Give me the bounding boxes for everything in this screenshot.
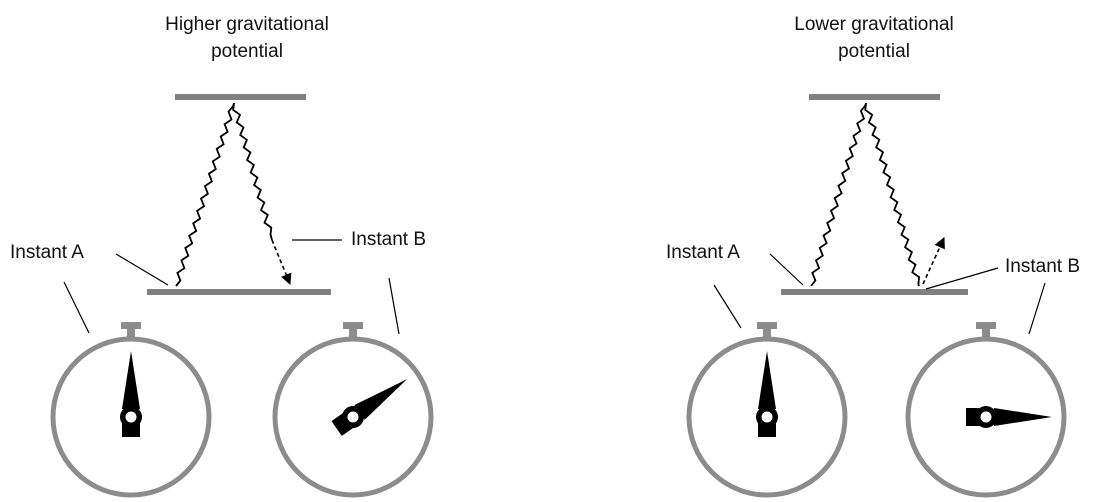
stopwatch-crown	[343, 322, 363, 329]
leader-instant-a	[769, 253, 804, 286]
hand-tail	[331, 413, 354, 436]
stopwatch-crown	[121, 322, 141, 329]
panel-title-line2: potential	[838, 41, 910, 62]
stopwatch-crown	[757, 322, 777, 329]
panel-title-line1: Lower gravitational	[794, 14, 953, 35]
stopwatch-b	[272, 322, 434, 498]
stopwatch-hand	[966, 406, 1052, 428]
leader-clock-a	[63, 281, 90, 334]
dashed-arrow-out	[922, 236, 945, 285]
panel-higher-potential: Higher gravitational potential Instant A…	[10, 14, 434, 498]
light-ray-down	[864, 102, 921, 287]
stopwatch-hand	[756, 351, 778, 437]
light-ray-up	[810, 102, 867, 287]
stopwatch-a	[50, 322, 212, 498]
light-ray-down	[232, 102, 273, 241]
label-instant-a: Instant A	[666, 242, 740, 263]
hand-pivot	[347, 411, 359, 423]
leader-instant-b	[925, 267, 999, 290]
leader-clock-b	[388, 277, 400, 335]
hand-needle	[122, 351, 140, 409]
stopwatch-a	[686, 322, 848, 498]
leader-clock-b	[1028, 282, 1046, 335]
hand-pivot	[125, 411, 137, 423]
stopwatch-stem	[349, 327, 357, 337]
stopwatch-hand	[331, 379, 408, 436]
hand-pivot	[980, 411, 992, 423]
leader-instant-a	[115, 253, 169, 286]
label-instant-a: Instant A	[10, 242, 84, 263]
stopwatch-stem	[127, 327, 135, 337]
hand-needle	[994, 408, 1052, 426]
dashed-arrow-in	[271, 239, 292, 286]
stopwatch-hand	[120, 351, 142, 437]
stopwatch-b	[905, 322, 1067, 498]
hand-pivot	[761, 411, 773, 423]
leader-clock-a	[713, 284, 742, 329]
stopwatch-stem	[982, 327, 990, 337]
panel-title-line1: Higher gravitational	[165, 14, 329, 35]
hand-needle	[758, 351, 776, 409]
light-ray-up	[175, 102, 235, 287]
label-instant-b: Instant B	[351, 229, 426, 250]
stopwatch-crown	[976, 322, 996, 329]
stopwatch-stem	[763, 327, 771, 337]
panel-lower-potential: Lower gravitational potential Instant A …	[666, 14, 1080, 498]
panel-title-line2: potential	[211, 41, 283, 62]
label-instant-b: Instant B	[1005, 256, 1080, 277]
hand-needle	[354, 379, 408, 420]
